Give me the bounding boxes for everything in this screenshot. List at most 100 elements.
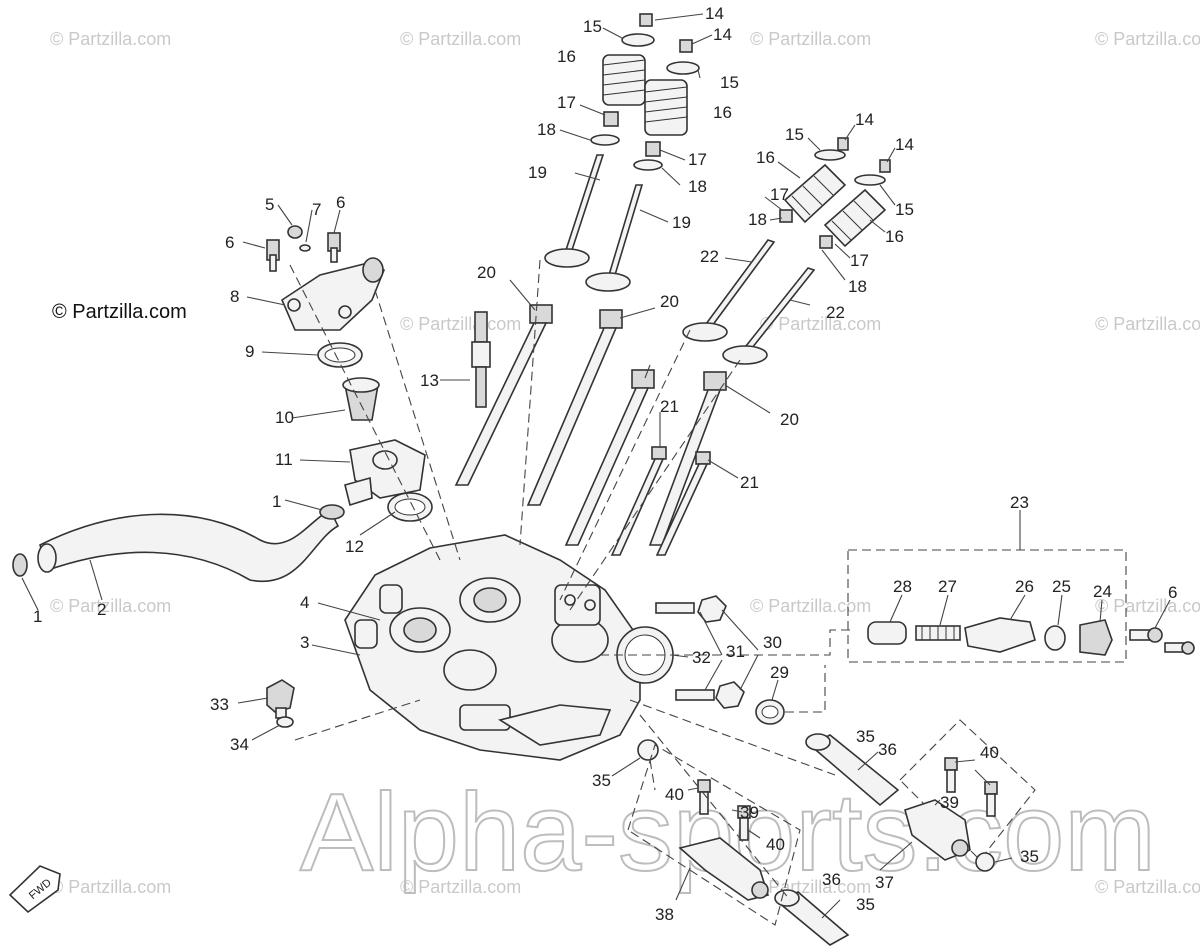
watermark-partzilla: © Partzilla.com (1095, 314, 1200, 334)
watermark-partzilla: © Partzilla.com (50, 29, 171, 49)
leader-lines (21, 13, 1171, 919)
callout-18: 18 (748, 210, 767, 229)
watermark-partzilla: © Partzilla.com (400, 877, 521, 897)
thermostat-10 (342, 377, 380, 421)
cap-bolt-24 (1079, 619, 1113, 656)
callout-39: 39 (940, 793, 959, 812)
callout-33: 33 (210, 695, 229, 714)
callout-27: 27 (938, 577, 957, 596)
watermark-partzilla-dark: © Partzilla.com (52, 301, 187, 323)
o-ring-12 (387, 492, 433, 522)
callout-21: 21 (660, 397, 679, 416)
watermark-partzilla: © Partzilla.com (400, 314, 521, 334)
o-ring-29 (755, 699, 785, 725)
bolt-40d (984, 781, 998, 817)
bolt-40a (697, 779, 711, 815)
callout-18: 18 (537, 120, 556, 139)
o-ring-35a (637, 739, 659, 761)
spring-retainer-15b (666, 61, 700, 75)
callout-1: 1 (272, 492, 281, 511)
callout-20: 20 (477, 263, 496, 282)
callout-29: 29 (770, 663, 789, 682)
head-bolt-20d (648, 371, 727, 546)
intake-valve-19a (544, 154, 605, 268)
callout-17: 17 (557, 93, 576, 112)
callout-5: 5 (265, 195, 274, 214)
callout-labels: 1 1 2 3 4 5 6 6 6 7 8 9 10 11 12 13 14 1… (33, 4, 1177, 924)
callout-4: 4 (300, 593, 309, 612)
callout-23: 23 (1010, 493, 1029, 512)
callout-6: 6 (1168, 583, 1177, 602)
callout-32: 32 (692, 648, 711, 667)
callout-18: 18 (848, 277, 867, 296)
head-bolt-20c (564, 369, 655, 546)
o-ring-9 (317, 342, 363, 368)
callout-39: 39 (740, 803, 759, 822)
callout-25: 25 (1052, 577, 1071, 596)
callout-2: 2 (97, 600, 106, 619)
watermark-partzilla: © Partzilla.com (1095, 877, 1200, 897)
callout-36: 36 (878, 740, 897, 759)
callout-15: 15 (785, 125, 804, 144)
callout-30: 30 (763, 633, 782, 652)
callout-40: 40 (766, 835, 785, 854)
callout-7: 7 (312, 200, 321, 219)
callout-8: 8 (230, 287, 239, 306)
watermark-partzilla: © Partzilla.com (750, 596, 871, 616)
bolt-6-right (327, 232, 341, 263)
washer-7 (299, 244, 311, 252)
callout-13: 13 (420, 371, 439, 390)
valve-seal-17d (819, 235, 833, 249)
callout-16: 16 (713, 103, 732, 122)
callout-15: 15 (895, 200, 914, 219)
callout-35: 35 (856, 727, 875, 746)
valve-spring-16a (602, 54, 646, 106)
callout-37: 37 (875, 873, 894, 892)
fitting-37 (904, 799, 971, 861)
callout-31: 31 (726, 642, 745, 661)
callout-14: 14 (713, 25, 732, 44)
callout-17: 17 (770, 185, 789, 204)
valve-seal-17a (603, 111, 619, 127)
fitting-38 (678, 837, 770, 901)
callout-17: 17 (850, 251, 869, 270)
callout-34: 34 (230, 735, 249, 754)
callout-17: 17 (688, 150, 707, 169)
callout-14: 14 (855, 110, 874, 129)
callout-6: 6 (225, 233, 234, 252)
stud-31b (675, 689, 715, 701)
stud-31a (655, 602, 695, 614)
bolt-6c-upper (1129, 627, 1163, 643)
bolt-5 (287, 225, 303, 239)
callout-15: 15 (583, 17, 602, 36)
fitting-group-38 (627, 744, 801, 926)
tensioner-body-26 (964, 617, 1036, 653)
plunger-28 (867, 621, 907, 645)
watermark-partzilla: © Partzilla.com (50, 596, 171, 616)
valve-keeper-14a (639, 13, 653, 27)
callout-40: 40 (980, 743, 999, 762)
callout-16: 16 (885, 227, 904, 246)
callout-35: 35 (1020, 847, 1039, 866)
cylinder-head (344, 534, 641, 761)
valve-seal-17c (779, 209, 793, 223)
callout-12: 12 (345, 537, 364, 556)
watermark-partzilla: © Partzilla.com (750, 29, 871, 49)
intake-valve-19b (585, 184, 644, 292)
callout-38: 38 (655, 905, 674, 924)
callout-15: 15 (720, 73, 739, 92)
bolt-40c (944, 757, 958, 793)
bolt-6c-lower (1164, 641, 1195, 655)
exhaust-valve-22a (682, 239, 776, 342)
callout-20: 20 (780, 410, 799, 429)
valve-keeper-14d (879, 159, 891, 173)
callout-26: 26 (1015, 577, 1034, 596)
spring-retainer-15c (814, 149, 846, 161)
valve-keeper-14c (837, 137, 849, 151)
callout-10: 10 (275, 408, 294, 427)
callout-14: 14 (895, 135, 914, 154)
callout-21: 21 (740, 473, 759, 492)
watermark-partzilla: © Partzilla.com (1095, 29, 1200, 49)
callout-36: 36 (822, 870, 841, 889)
